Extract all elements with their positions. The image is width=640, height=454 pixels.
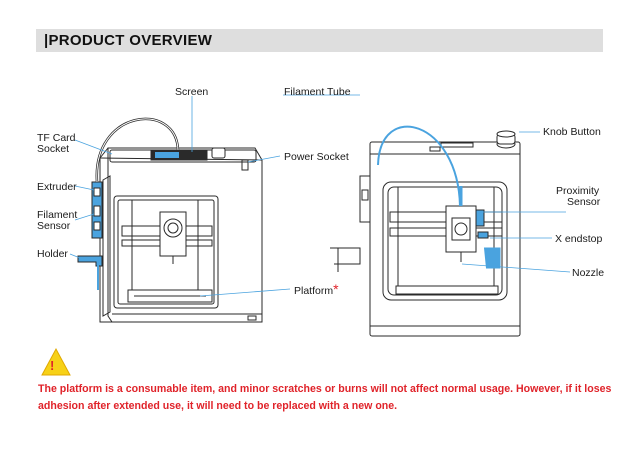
page-title: |PRODUCT OVERVIEW <box>44 32 213 49</box>
warning-text: The platform is a consumable item, and m… <box>38 383 612 412</box>
label-tf-card-socket-line2: Socket <box>37 143 70 155</box>
label-proximity-sensor-line2: Sensor <box>567 196 601 208</box>
label-platform: Platform* <box>294 281 339 297</box>
label-filament-tube: Filament Tube <box>284 86 351 98</box>
label-knob-button: Knob Button <box>543 126 601 138</box>
label-screen: Screen <box>175 86 209 98</box>
warning-glyph: ! <box>50 358 55 373</box>
label-filament-sensor-line1: Filament <box>37 209 78 221</box>
label-extruder: Extruder <box>37 181 77 193</box>
label-platform-text: Platform <box>294 285 334 297</box>
label-x-endstop: X endstop <box>555 233 603 245</box>
header-bar <box>36 29 603 52</box>
label-holder: Holder <box>37 248 68 260</box>
label-power-socket: Power Socket <box>284 151 349 163</box>
platform-star: * <box>333 281 339 297</box>
label-nozzle: Nozzle <box>572 267 605 279</box>
warning-icon <box>41 347 71 376</box>
label-tf-card-socket-line1: TF Card <box>37 132 76 144</box>
label-proximity-sensor-line1: Proximity <box>556 185 600 197</box>
label-filament-sensor-line2: Sensor <box>37 220 71 232</box>
